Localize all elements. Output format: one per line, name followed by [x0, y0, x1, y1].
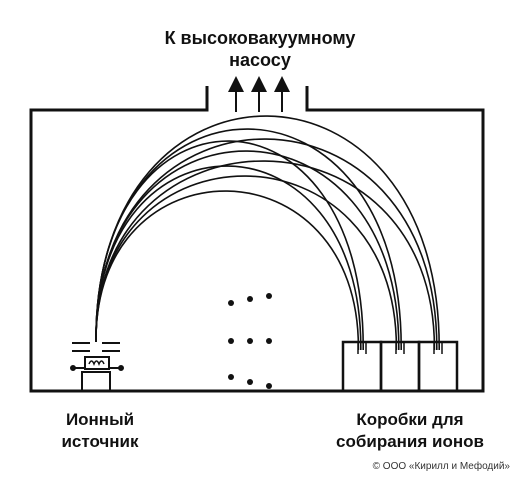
ellipsis-dots — [228, 293, 272, 389]
pump-label-line2: насосу — [229, 50, 291, 70]
heater-coil — [88, 360, 105, 366]
ion-source-label-line1: Ионный — [65, 410, 135, 429]
pump-arrows — [228, 76, 290, 112]
ion-trajectory — [95, 138, 438, 351]
source-heater — [84, 356, 110, 370]
copyright-notice: © ООО «Кирилл и Мефодий» — [372, 461, 510, 472]
ion-trajectory — [95, 115, 441, 351]
lead-terminal — [70, 365, 76, 371]
ion-trajectory — [95, 160, 436, 351]
source-chamber — [81, 371, 111, 392]
collector-box-3 — [417, 340, 459, 393]
ion-trajectory — [95, 190, 360, 351]
collector-box-1 — [341, 340, 383, 393]
collector-label-line1: Коробки для — [356, 410, 464, 429]
ion-trajectory — [95, 175, 398, 351]
pump-label-line1: К высоковакуумному — [164, 28, 356, 48]
ion-trajectories — [95, 115, 441, 351]
collector-label-line2: собирания ионов — [336, 432, 484, 451]
chamber-wall — [29, 86, 485, 393]
lead-terminal — [118, 365, 124, 371]
collector-box-2 — [379, 340, 421, 393]
collector-boxes — [341, 340, 459, 393]
ion-source — [70, 342, 124, 392]
ion-source-label-line2: источник — [61, 432, 139, 451]
